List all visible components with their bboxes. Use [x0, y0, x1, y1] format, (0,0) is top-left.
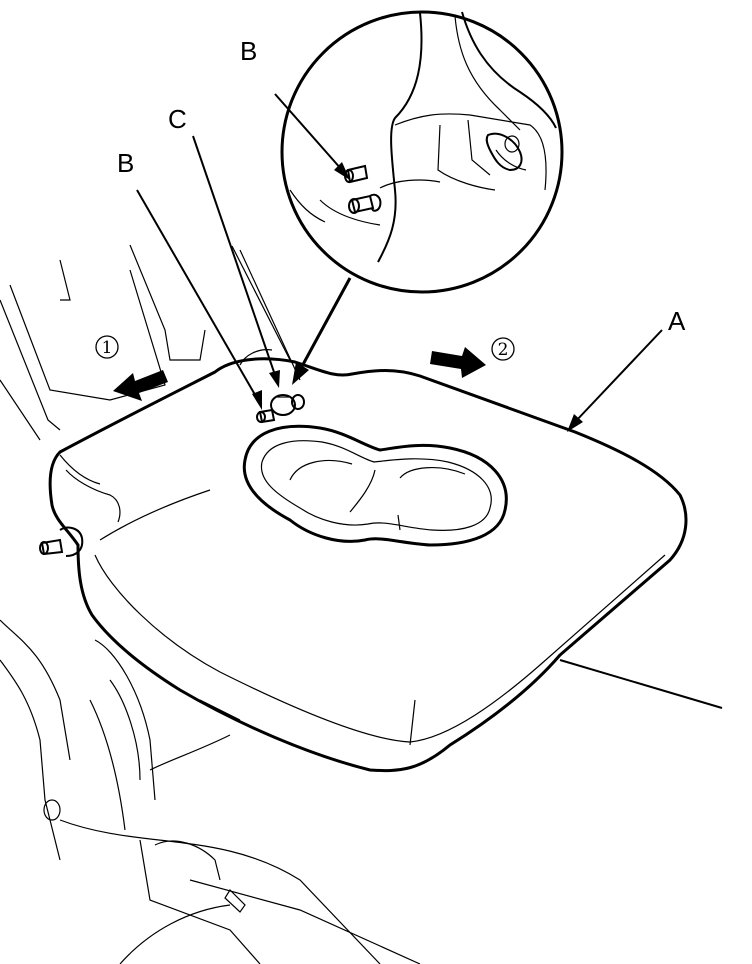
label-c: C [168, 104, 187, 134]
step-two-marker: 2 [491, 337, 515, 361]
clip-c [270, 394, 305, 416]
background-seat-panels [0, 244, 206, 861]
cup-holder [242, 424, 508, 547]
leader-lines [136, 93, 663, 432]
console-cover [48, 245, 688, 773]
floor-structure [59, 699, 421, 964]
direction-arrow-1 [113, 370, 168, 401]
direction-arrow-2 [430, 347, 486, 378]
pin-b-main [256, 408, 276, 424]
magnifier-callout-arrow [292, 277, 352, 385]
console-support-edge [559, 659, 723, 709]
label-a: A [668, 306, 686, 336]
step-one-label: 1 [102, 338, 113, 358]
step-two-label: 2 [498, 340, 509, 360]
step-one-marker: 1 [95, 335, 119, 359]
label-b-detail: B [240, 36, 257, 66]
label-b-main: B [117, 148, 134, 178]
side-pin [39, 526, 84, 557]
detail-magnifier [280, 10, 564, 294]
